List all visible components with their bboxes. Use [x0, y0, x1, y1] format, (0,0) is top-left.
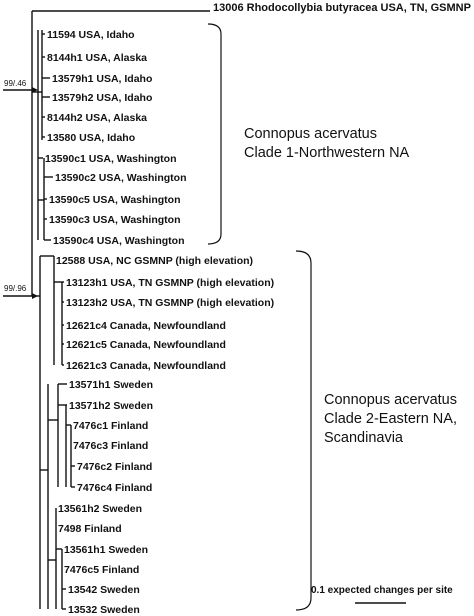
clade1-taxon-label: 11594 USA, Idaho — [47, 29, 135, 41]
clade2-taxon-label: 12621c3 Canada, Newfoundland — [66, 360, 226, 372]
clade2-bracket — [295, 250, 312, 611]
clade1-taxon-label: 8144h1 USA, Alaska — [47, 52, 147, 64]
scale-bar-label: 0.1 expected changes per site — [311, 585, 453, 596]
clade2-support-arrowhead — [32, 293, 38, 299]
clade1-taxon-label: 13590c3 USA, Washington — [49, 214, 180, 226]
clade2-taxon-label: 13532 Sweden — [68, 604, 140, 616]
clade1-taxon-label: 13579h1 USA, Idaho — [52, 73, 152, 85]
clade2-taxon-label: 12588 USA, NC GSMNP (high elevation) — [56, 255, 253, 267]
clade2-taxon-label: 13561h1 Sweden — [64, 544, 148, 556]
clade1-taxon-label: 13580 USA, Idaho — [47, 132, 135, 144]
clade2-taxon-label: 13542 Sweden — [68, 584, 140, 596]
clade2-taxon-label: 12621c5 Canada, Newfoundland — [66, 339, 226, 351]
taxon-labels: 11594 USA, Idaho 8144h1 USA, Alaska 13579h… — [45, 29, 274, 616]
clade2-taxon-label: 13123h2 USA, TN GSMNP (high elevation) — [66, 297, 274, 309]
clade1-taxon-label: 8144h2 USA, Alaska — [47, 112, 147, 124]
clade1-taxon-label: 13590c5 USA, Washington — [49, 194, 180, 206]
clade2-taxon-label: 13123h1 USA, TN GSMNP (high elevation) — [66, 277, 274, 289]
outgroup-label: 13006 Rhodocollybia butyracea USA, TN, G… — [213, 2, 471, 14]
clade1-support-arrowhead — [32, 87, 38, 93]
clade2-taxon-label: 7476c3 Finland — [73, 440, 148, 452]
clade2-taxon-label: 12621c4 Canada, Newfoundland — [66, 320, 226, 332]
clade1-support-value: 99/.46 — [4, 79, 27, 88]
clade1-label-line2: Clade 1-Northwestern NA — [244, 145, 410, 161]
clade2-taxon-label: 13571h1 Sweden — [69, 379, 153, 391]
clade1-taxon-label: 13590c1 USA, Washington — [45, 153, 176, 165]
tree-branches — [31, 10, 210, 610]
clade1-bracket — [207, 23, 222, 245]
clade1-taxon-label: 13579h2 USA, Idaho — [52, 92, 152, 104]
clade2-support-value: 99/.96 — [4, 284, 27, 293]
clade2-taxon-label: 13561h2 Sweden — [58, 503, 142, 515]
clade2-taxon-label: 7476c4 Finland — [77, 482, 152, 494]
clade1-label-line1: Connopus acervatus — [244, 126, 377, 142]
clade2-label-line3: Scandinavia — [324, 430, 404, 446]
clade1-taxon-label: 13590c2 USA, Washington — [55, 172, 186, 184]
clade1-taxon-label: 13590c4 USA, Washington — [53, 235, 184, 247]
clade2-label-line1: Connopus acervatus — [324, 392, 457, 408]
clade2-taxon-label: 7476c1 Finland — [73, 420, 148, 432]
clade2-taxon-label: 7498 Finland — [58, 523, 122, 535]
clade2-taxon-label: 13571h2 Sweden — [69, 400, 153, 412]
clade2-taxon-label: 7476c5 Finland — [64, 564, 139, 576]
clade2-taxon-label: 7476c2 Finland — [77, 461, 152, 473]
clade2-label-line2: Clade 2-Eastern NA, — [324, 411, 457, 427]
